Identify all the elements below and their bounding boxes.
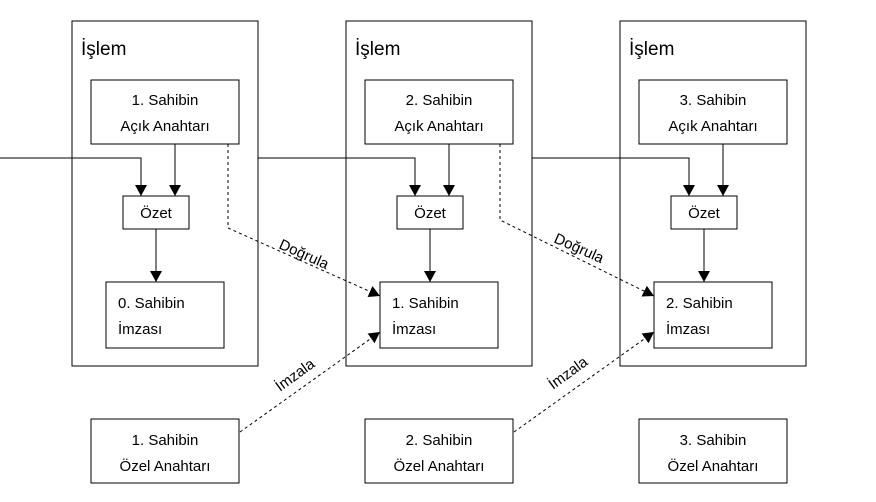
private-key-1-line2: Özel Anahtarı xyxy=(120,457,211,475)
transaction-1-public-key-box xyxy=(90,79,240,145)
verify-arrow-1 xyxy=(227,144,381,297)
transaction-2: İşlem 2. Sahibin Açık Anahtarı Özet 1. S… xyxy=(345,20,533,367)
sign-arrow-1 xyxy=(239,331,381,433)
transaction-2-hash-label: Özet xyxy=(414,204,447,222)
transaction-3-hash-box xyxy=(670,195,738,230)
transaction-2-signature-line1: 1. Sahibin xyxy=(392,295,459,312)
chain-link-arrow-2-3 xyxy=(532,157,695,196)
transaction-3: İşlem 3. Sahibin Açık Anahtarı Özet 2. S… xyxy=(619,20,807,367)
sign-label-1: İmzala xyxy=(272,354,319,395)
verify-arrow-2 xyxy=(499,144,655,297)
private-key-3: 3. Sahibin Özel Anahtarı xyxy=(638,418,788,484)
transaction-2-signature-line2: İmzası xyxy=(392,320,436,338)
transaction-3-public-key-box xyxy=(638,79,788,145)
transaction-1-signature-box xyxy=(105,281,225,349)
transaction-1-public-key-line2: Açık Anahtarı xyxy=(120,118,209,135)
private-key-2-line2: Özel Anahtarı xyxy=(394,457,485,475)
transaction-3-public-key-line2: Açık Anahtarı xyxy=(668,118,757,135)
private-key-1-line1: 1. Sahibin xyxy=(132,432,199,449)
transaction-1-title: İşlem xyxy=(81,39,126,60)
transaction-3-public-key-line1: 3. Sahibin xyxy=(680,92,747,109)
sign-label-2: İmzala xyxy=(545,352,592,393)
chain-link-arrow-1-2 xyxy=(258,157,421,196)
private-key-1-box xyxy=(90,418,240,484)
transaction-2-signature-box xyxy=(379,281,499,349)
transaction-2-public-key-box xyxy=(364,79,514,145)
transaction-1: İşlem 1. Sahibin Açık Anahtarı Özet 0. S… xyxy=(71,20,259,367)
transaction-2-hash-box xyxy=(396,195,464,230)
transaction-3-hash-label: Özet xyxy=(688,204,721,222)
transaction-1-hash-label: Özet xyxy=(140,204,173,222)
transaction-3-signature-line2: İmzası xyxy=(666,320,710,338)
private-key-2: 2. Sahibin Özel Anahtarı xyxy=(364,418,514,484)
verify-label-2: Doğrula xyxy=(551,230,607,267)
transaction-2-public-key-line1: 2. Sahibin xyxy=(406,92,473,109)
sign-arrow-2 xyxy=(513,331,655,433)
private-key-3-line1: 3. Sahibin xyxy=(680,432,747,449)
transaction-3-title: İşlem xyxy=(629,39,674,60)
private-key-2-box xyxy=(364,418,514,484)
verify-label-1: Doğrula xyxy=(276,236,332,273)
transaction-3-signature-line1: 2. Sahibin xyxy=(666,295,733,312)
private-key-2-line1: 2. Sahibin xyxy=(406,432,473,449)
private-key-1: 1. Sahibin Özel Anahtarı xyxy=(90,418,240,484)
transaction-3-signature-box xyxy=(653,281,773,349)
transaction-2-public-key-line2: Açık Anahtarı xyxy=(394,118,483,135)
transaction-1-signature-line1: 0. Sahibin xyxy=(118,295,185,312)
transaction-1-signature-line2: İmzası xyxy=(118,320,162,338)
transaction-2-title: İşlem xyxy=(355,39,400,60)
private-key-3-line2: Özel Anahtarı xyxy=(668,457,759,475)
transaction-1-public-key-line1: 1. Sahibin xyxy=(132,92,199,109)
private-key-3-box xyxy=(638,418,788,484)
chain-in-arrow-1 xyxy=(0,157,147,196)
